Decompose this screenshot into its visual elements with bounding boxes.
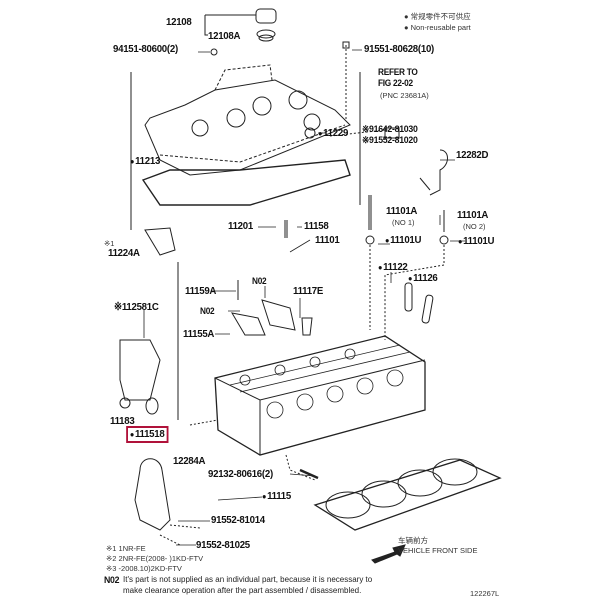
part-11159A[interactable]: 11159A: [185, 285, 217, 297]
part-11229[interactable]: 11229: [318, 128, 348, 139]
part-11126[interactable]: 11126: [408, 273, 438, 284]
part-11117E[interactable]: 11117E: [293, 285, 324, 297]
part-91551-80628[interactable]: 91551-80628(10): [364, 43, 434, 55]
engine-hanger-drawing: [134, 458, 319, 546]
part-11101A-no2-sub: (NO 2): [463, 222, 486, 231]
part-11155A[interactable]: 11155A: [183, 328, 215, 340]
refer-link[interactable]: FIG 22-02: [378, 78, 413, 88]
n02-note-line1: It's part is not supplied as an individu…: [123, 575, 373, 584]
part-11213[interactable]: 11213: [130, 156, 160, 167]
part-91552-81025[interactable]: 91552-81025: [196, 539, 250, 551]
note-n02-ref-2[interactable]: N02: [200, 306, 215, 316]
part-11101A-no2[interactable]: 11101A: [457, 209, 489, 221]
oil-cap-drawing: [204, 8, 277, 42]
note-n02-ref-1[interactable]: N02: [252, 276, 267, 286]
rocker-parts-drawing: [119, 227, 313, 415]
part-11224A-mark: ※1: [104, 239, 115, 248]
figure-code: 122267L: [470, 589, 500, 598]
part-12108[interactable]: 12108: [166, 16, 192, 28]
cylinder-head-cover-drawing: [141, 41, 351, 206]
n02-note-label: N02: [104, 575, 120, 586]
part-11158[interactable]: 11158: [304, 220, 329, 232]
part-11101U-2[interactable]: 11101U: [458, 236, 494, 247]
front-arrow-icon: [371, 544, 406, 564]
head-gasket-drawing: [313, 458, 502, 531]
cylinder-head-drawing: [189, 335, 426, 481]
refer-line3: (PNC 23681A): [380, 91, 429, 100]
part-91552-81020[interactable]: ※91552-81020: [362, 135, 418, 146]
part-92132-80616[interactable]: 92132-80616(2): [208, 468, 273, 480]
note-2: ※2 2NR-FE(2008- )1KD-FTV: [106, 554, 204, 563]
part-12284A[interactable]: 12284A: [173, 455, 206, 467]
part-11201[interactable]: 11201: [228, 220, 253, 232]
part-11122[interactable]: 11122: [378, 262, 408, 273]
part-11183[interactable]: 11183: [110, 415, 135, 427]
refer-line1: REFER TO: [378, 67, 418, 77]
front-label-en: VEHICLE FRONT SIDE: [398, 546, 478, 555]
legend-not-supplied: ● 常规零件不可供应: [404, 12, 471, 21]
part-12282D[interactable]: 12282D: [456, 149, 489, 161]
n02-note-line2: make clearance operation after the part …: [123, 586, 362, 595]
note-1: ※1 1NR-FE: [106, 544, 146, 553]
part-91642-81030[interactable]: ※91642-81030: [362, 124, 418, 135]
part-11101[interactable]: 11101: [315, 234, 340, 246]
part-12581C[interactable]: ※112581C: [114, 301, 159, 313]
part-94151-80600[interactable]: 94151-80600(2): [113, 43, 178, 55]
note-3: ※3 -2008.10)2KD-FTV: [106, 564, 182, 573]
part-11101U-1[interactable]: 11101U: [385, 235, 421, 246]
front-label-cn: 车辆前方: [398, 536, 428, 545]
part-11224A[interactable]: 11224A: [108, 247, 140, 259]
part-11101A-no1-sub: (NO 1): [392, 218, 415, 227]
part-91552-81014[interactable]: 91552-81014: [211, 514, 265, 526]
part-111518-highlighted[interactable]: 111518: [126, 426, 169, 443]
part-12108A[interactable]: 12108A: [208, 30, 241, 42]
part-11115[interactable]: 11115: [262, 491, 291, 502]
part-11101A-no1[interactable]: 11101A: [386, 205, 418, 217]
legend-non-reusable: ● Non-reusable part: [404, 23, 471, 32]
